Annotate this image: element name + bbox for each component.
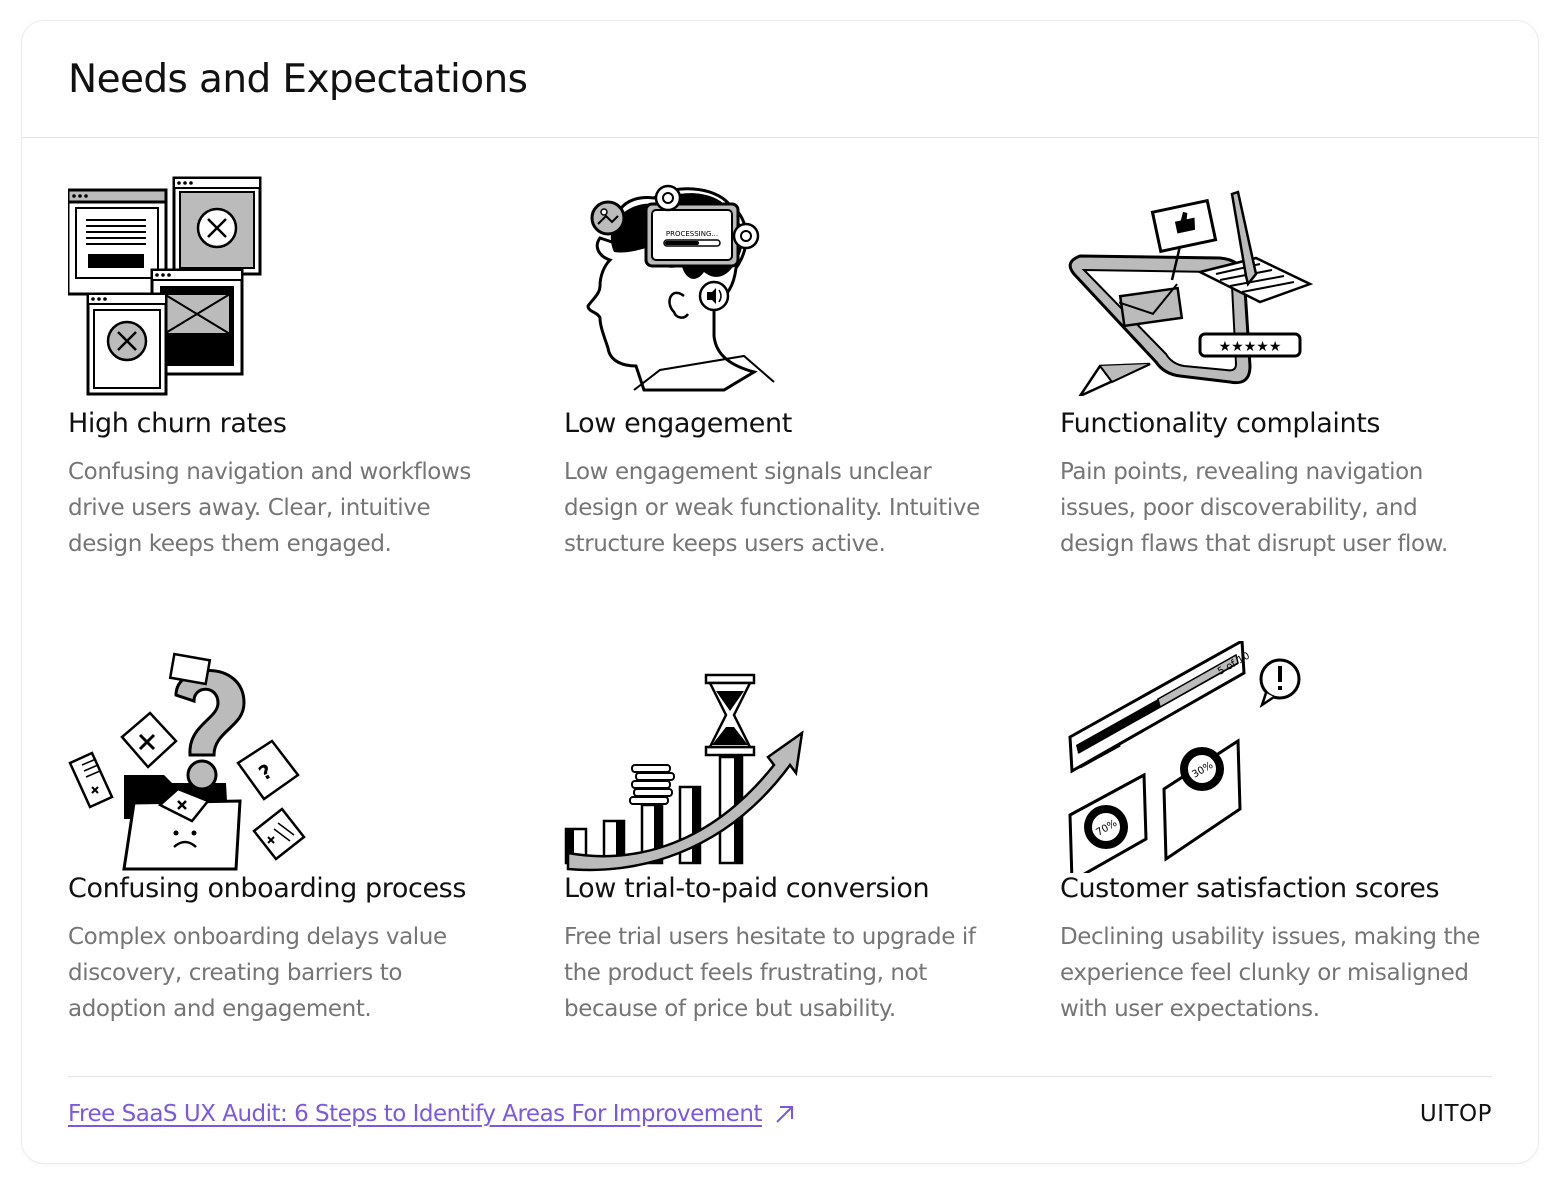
hourglass-growth-illustration [564,641,824,873]
broken-windows-illustration [68,176,328,396]
tile-description: Low engagement signals unclear design or… [564,459,980,557]
phone-feedback-illustration: ★★★★★ [1060,176,1320,396]
tile-description: Declining usability issues, making the e… [1060,924,1481,1022]
tile-description: Pain points, revealing navigation issues… [1060,459,1448,557]
audit-article-link[interactable]: Free SaaS UX Audit: 6 Steps to Identify … [68,1101,796,1127]
card-header: Needs and Expectations [22,21,1538,138]
tile-title: Low engagement [564,408,792,439]
svg-text:★★★★★: ★★★★★ [1219,339,1282,355]
footer-divider [68,1076,1492,1077]
processing-head-illustration: PROCESSING... [564,176,824,396]
page-title: Needs and Expectations [68,57,528,102]
arrow-up-right-icon [776,1106,793,1123]
brand-label: UITOP [1419,1101,1492,1127]
tile-description: Free trial users hesitate to upgrade if … [564,924,976,1022]
needs-card: Needs and Expectations [22,21,1538,1163]
processing-label: PROCESSING... [666,230,718,238]
tile-title: Low trial-to-paid conversion [564,873,930,904]
tile-title: Customer satisfaction scores [1060,873,1440,904]
tile-title: Confusing onboarding process [68,873,466,904]
tile-title: High churn rates [68,408,287,439]
audit-link-text: Free SaaS UX Audit: 6 Steps to Identify … [68,1101,762,1127]
tile-description: Confusing navigation and workflows drive… [68,459,471,557]
tile-description: Complex onboarding delays value discover… [68,924,447,1022]
score-dashboard-illustration: 5 of 10 30% 70% [1060,641,1320,873]
question-folder-illustration: ? [68,641,328,873]
tile-title: Functionality complaints [1060,408,1381,439]
